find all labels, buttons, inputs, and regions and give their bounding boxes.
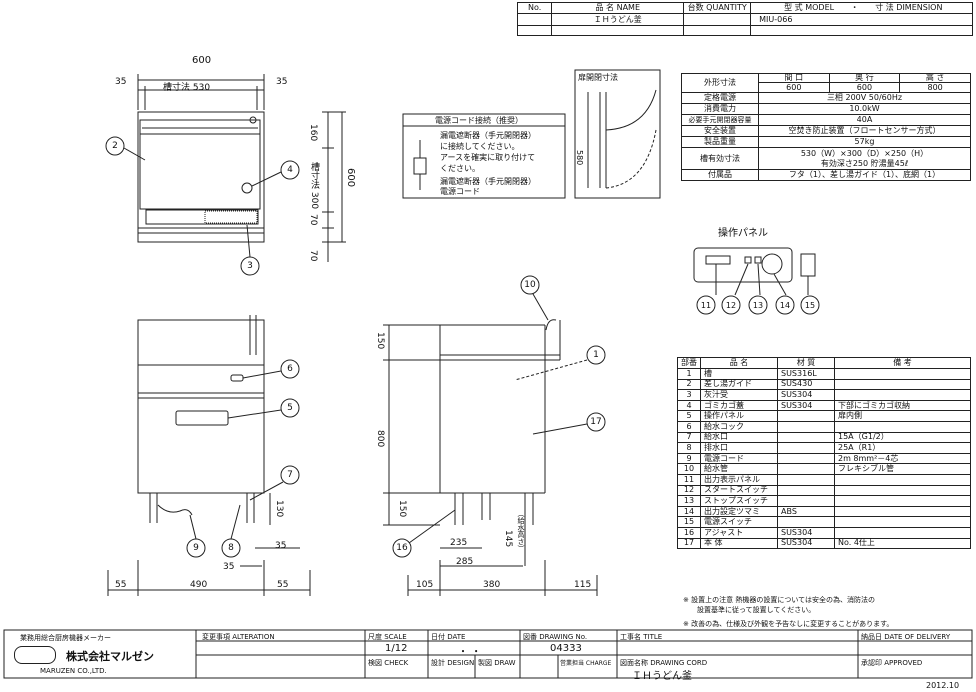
- dim-front-right: 35: [276, 77, 288, 87]
- callout-6: 6: [287, 364, 293, 374]
- callout-4: 4: [287, 165, 293, 175]
- cord-title: 電源コード接続（推奨）: [435, 116, 523, 125]
- parts-cell: [834, 420, 971, 433]
- parts-header-cell: 品 名: [700, 357, 778, 369]
- dim-side-235: 235: [450, 538, 468, 548]
- dim-side-105: 105: [416, 580, 434, 590]
- title-block-lines: [3, 629, 973, 679]
- parts-cell: 25A（R1）: [834, 442, 971, 454]
- date-value: ・ ・: [458, 647, 482, 658]
- door-diagram: [574, 69, 661, 199]
- dim-front-left: 35: [115, 77, 127, 87]
- callout-16: 16: [396, 543, 408, 553]
- parts-cell: 下部にゴミカゴ収納: [834, 399, 971, 412]
- front-view: [105, 74, 346, 276]
- dim-55a: 55: [115, 580, 127, 590]
- dim-side-800: 800: [375, 430, 385, 448]
- dim-35a: 35: [275, 541, 287, 551]
- dim-side-380: 380: [483, 580, 501, 590]
- callout-10: 10: [524, 280, 536, 290]
- dim-front-h1: 160: [308, 124, 318, 142]
- drawing-title: ＩＨうどん釜: [632, 671, 692, 682]
- spec-table: 外形寸法 間 口 奥 行 高 さ 600 600 800 定格電源三相 200V…: [681, 73, 971, 181]
- callout-5: 5: [287, 403, 293, 413]
- dim-side-115: 115: [574, 580, 592, 590]
- note-3: ※ 改善の為、仕様及び外観を予告なしに変更することがあります。: [683, 620, 894, 628]
- parts-cell: フレキシブル管: [834, 463, 971, 475]
- header-table: No. 品 名 NAME 台数 QUANTITY 型 式 MODEL ・ 寸 法…: [516, 2, 973, 36]
- note-2: 設置基準に従って設置してください。: [697, 606, 816, 614]
- parts-cell: 扉内側: [834, 410, 971, 422]
- operation-panel: [693, 247, 820, 315]
- callout-8: 8: [228, 543, 234, 553]
- callout-7: 7: [287, 470, 293, 480]
- door-dim: 580: [575, 150, 584, 166]
- parts-cell: 2m 8mm²－4芯: [834, 452, 971, 465]
- door-title: 扉開閉寸法: [578, 73, 618, 82]
- header-model-dim: 型 式 MODEL ・ 寸 法 DIMENSION: [750, 2, 973, 14]
- dim-side-note: （給水高さ）: [517, 510, 525, 552]
- dim-side-285: 285: [456, 557, 474, 567]
- parts-cell: No. 4仕上: [834, 537, 971, 550]
- cord-label: 電源コード: [440, 187, 480, 196]
- dim-front-htotal: 600: [345, 168, 356, 188]
- parts-cell: [834, 389, 971, 401]
- note-1: ※ 設置上の注意 熱機器の設置については安全の為、消防法の: [683, 596, 875, 604]
- callout-17: 17: [590, 417, 602, 427]
- footer-date: 2012.10: [926, 681, 960, 690]
- dim-side-150b: 150: [397, 500, 407, 518]
- dim-front-total: 600: [192, 55, 212, 66]
- dim-front-h3: 70: [308, 214, 318, 226]
- panel-title: 操作パネル: [718, 228, 768, 239]
- parts-cell: 15A（G1/2）: [834, 431, 971, 444]
- parts-cell: [834, 484, 971, 497]
- front-elevation: [107, 315, 311, 596]
- company-name: 株式会社マルゼン: [66, 650, 154, 663]
- callout-2: 2: [112, 141, 118, 151]
- dim-55b: 55: [277, 580, 289, 590]
- side-view: [383, 275, 606, 596]
- dim-front-h2: 槽寸法 300: [309, 162, 319, 210]
- parts-cell: [834, 473, 971, 486]
- dim-front-h4: 70: [308, 250, 318, 262]
- parts-cell: [834, 495, 971, 507]
- company-en: MARUZEN CO.,LTD.: [40, 667, 107, 675]
- dim-side-150: 150: [375, 332, 385, 350]
- company-logo: [14, 646, 56, 664]
- parts-cell: [834, 378, 971, 391]
- parts-cell: [834, 368, 971, 380]
- drawing-no: 04333: [550, 643, 582, 654]
- dim-front-inner: 槽寸法 530: [163, 83, 211, 93]
- dim-35b: 35: [223, 562, 235, 572]
- cord-breaker: 漏電遮断器（手元開閉器）: [440, 177, 536, 186]
- dim-side-145: 145: [503, 530, 513, 548]
- company-category: 業務用総合厨房機器メーカー: [20, 634, 111, 642]
- parts-header-cell: 備 考: [834, 357, 971, 369]
- dim-490: 490: [190, 580, 208, 590]
- callout-1: 1: [593, 350, 599, 360]
- callout-3: 3: [247, 261, 253, 271]
- callout-9: 9: [193, 543, 199, 553]
- scale-value: 1/12: [385, 643, 408, 654]
- dim-130: 130: [274, 500, 284, 518]
- cord-box: [402, 113, 566, 199]
